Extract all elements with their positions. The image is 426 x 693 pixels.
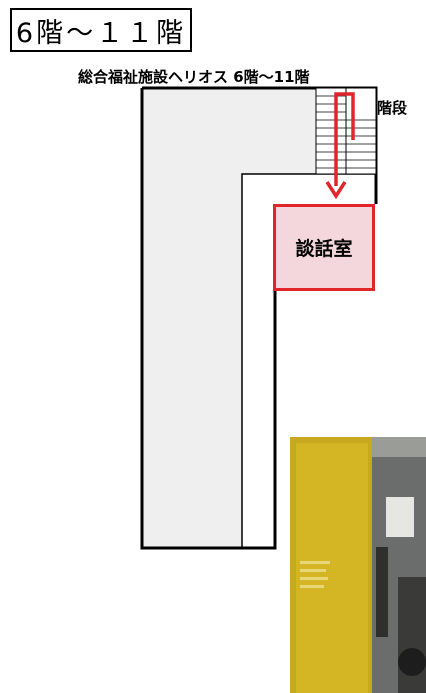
- lounge-room: 談話室: [273, 204, 375, 291]
- corridor-area: [142, 88, 316, 548]
- floor-range-label: 6階～１１階: [10, 8, 192, 52]
- stairs-label: 階段: [377, 99, 408, 117]
- building-caption: 総合福祉施設ヘリオス 6階～11階: [78, 68, 310, 86]
- inner-corridor: [242, 174, 376, 548]
- floor-range-text: 6階～１１階: [15, 17, 187, 49]
- lounge-room-label: 談話室: [295, 238, 353, 260]
- entrance-photo: [290, 437, 426, 693]
- stairs: [315, 87, 377, 175]
- entrance-photo-image: [290, 437, 426, 693]
- route-arrow: [325, 92, 355, 200]
